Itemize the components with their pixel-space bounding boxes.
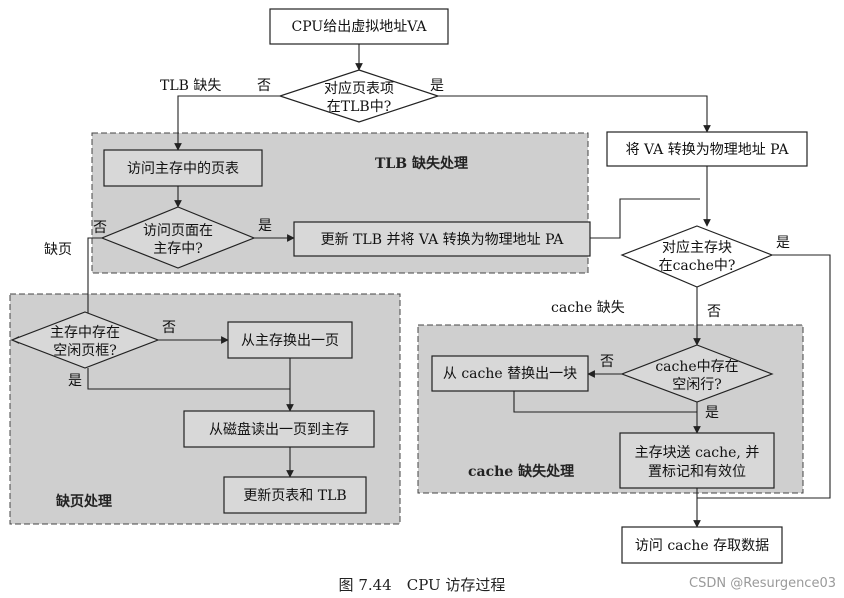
node-access-page-table-text: 访问主存中的页表	[127, 161, 239, 177]
label-yes-2: 是	[258, 218, 272, 234]
watermark: CSDN @Resurgence03	[689, 576, 836, 591]
decision-cache-free-line-line1: cache中存在	[655, 359, 738, 375]
label-no-3: 否	[162, 320, 176, 336]
decision-tlb-hit-line1: 对应页表项	[324, 80, 394, 97]
node-cache-swap-text: 从 cache 替换出一块	[443, 365, 577, 382]
node-swap-out-page	[227, 321, 353, 359]
node-fill-cache	[619, 432, 775, 489]
decision-tlb-hit	[278, 69, 440, 123]
node-update-page-table	[223, 476, 367, 514]
decision-cache-free-line	[620, 344, 774, 403]
node-load-page-text: 从磁盘读出一页到主存	[209, 421, 349, 438]
decision-page-in-memory-line2: 主存中?	[153, 241, 203, 257]
label-no-2: 否	[93, 220, 107, 236]
label-yes-5: 是	[705, 405, 719, 421]
node-swap-out-page-text: 从主存换出一页	[241, 332, 339, 349]
node-cache-swap	[431, 355, 589, 392]
decision-page-in-memory	[100, 206, 256, 269]
label-no-4: 否	[707, 304, 721, 320]
edges	[11, 44, 831, 528]
label-no-1: 否	[257, 78, 271, 94]
decision-cache-hit-line2: 在cache中?	[659, 258, 736, 274]
node-load-page	[183, 410, 375, 448]
label-tlb-region: TLB 缺失处理	[375, 155, 468, 172]
label-cache-region: cache 缺失处理	[468, 463, 574, 480]
edge-tlbcheck-yes	[438, 95, 711, 133]
figure-caption: 图 7.44 CPU 访存过程	[339, 576, 506, 594]
decision-free-frame-line1: 主存中存在	[50, 325, 120, 341]
node-fill-cache-line2: 置标记和有效位	[648, 464, 746, 480]
decision-cache-hit-line1: 对应主存块	[662, 239, 732, 256]
node-access-data	[621, 526, 783, 564]
edge-free-yes	[87, 368, 290, 390]
node-access-data-text: 访问 cache 存取数据	[635, 538, 769, 554]
edge-tlbcheck-no	[174, 95, 280, 151]
label-no-5: 否	[600, 354, 614, 370]
node-fill-cache-line1: 主存块送 cache, 并	[635, 445, 760, 461]
label-tlb-miss: TLB 缺失	[160, 78, 221, 94]
node-update-page-table-text: 更新页表和 TLB	[243, 488, 346, 504]
node-access-page-table	[103, 149, 263, 187]
decision-page-in-memory-line1: 访问页面在	[143, 223, 213, 239]
node-va-to-pa-text: 将 VA 转换为物理地址 PA	[626, 141, 790, 158]
label-yes-1: 是	[430, 78, 444, 94]
node-cpu-va-text: CPU给出虚拟地址VA	[292, 19, 428, 35]
decision-free-frame	[10, 311, 160, 369]
decision-free-frame-line2: 空闲页框?	[53, 343, 117, 359]
label-cache-miss: cache 缺失	[551, 300, 625, 316]
node-cpu-va	[269, 8, 449, 45]
edge-cachecheck-yes	[697, 254, 831, 499]
edge-cacheswap-merge	[513, 391, 697, 413]
label-page-fault-region: 缺页处理	[56, 493, 112, 510]
node-va-to-pa	[606, 131, 808, 167]
decision-tlb-hit-line2: 在TLB中?	[327, 99, 391, 115]
label-yes-3: 是	[68, 373, 82, 389]
decision-cache-free-line-line2: 空闲行?	[672, 377, 722, 393]
node-update-tlb	[293, 221, 591, 257]
edge-update-to-merge	[590, 198, 700, 239]
node-update-tlb-text: 更新 TLB 并将 VA 转换为物理地址 PA	[321, 231, 565, 248]
decision-cache-hit	[620, 225, 774, 288]
label-page-fault: 缺页	[44, 242, 72, 258]
label-yes-4: 是	[776, 235, 790, 251]
